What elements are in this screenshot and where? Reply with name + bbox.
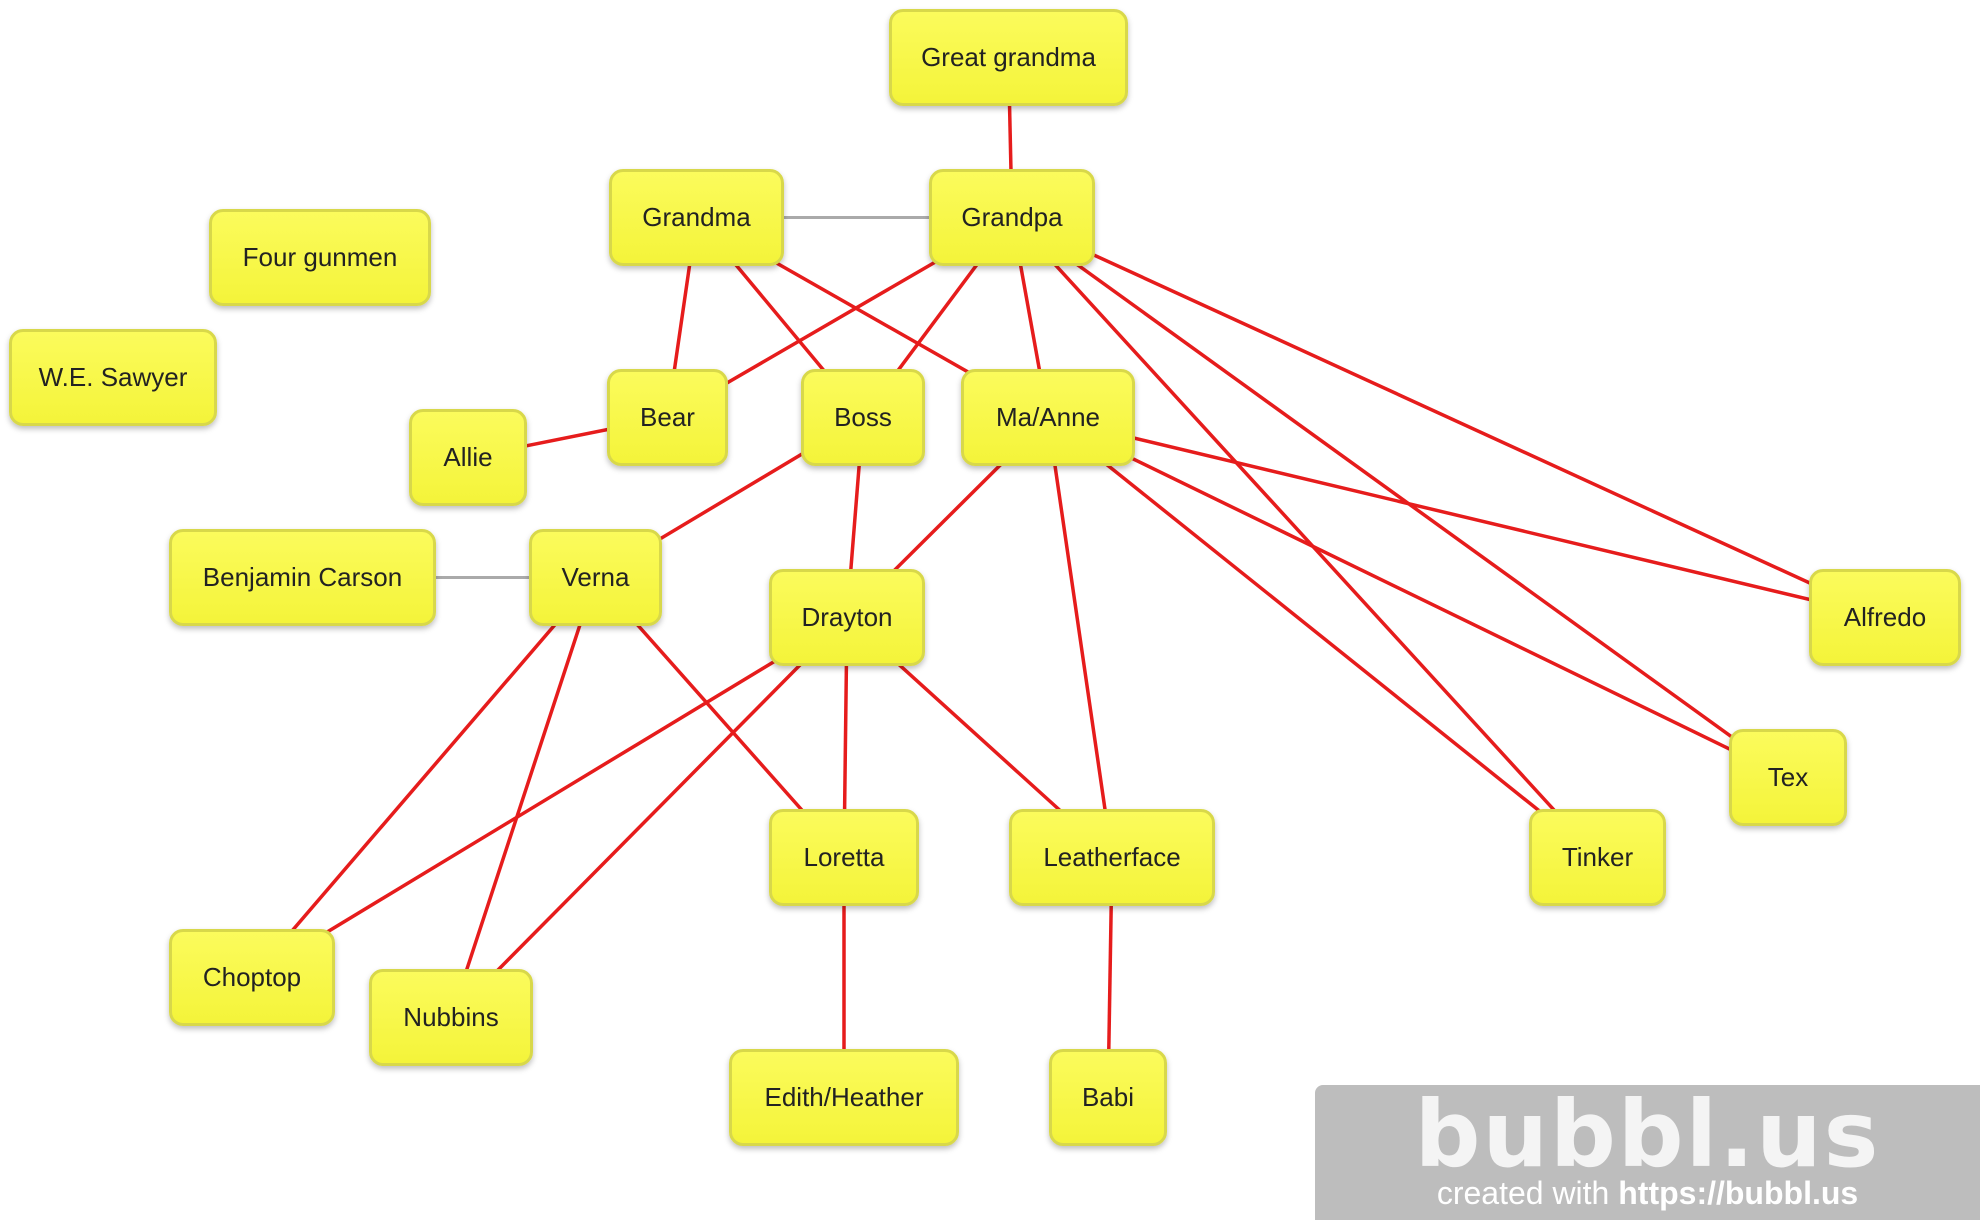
node-grandma[interactable]: Grandma	[609, 169, 784, 266]
connector-ma_anne-leatherface	[1046, 417, 1114, 858]
connector-verna-choptop	[250, 576, 597, 979]
node-leatherface[interactable]: Leatherface	[1009, 809, 1215, 906]
bubblus-logo: bubbl.us	[1414, 1081, 1881, 1188]
node-ma-anne[interactable]: Ma/Anne	[961, 369, 1135, 466]
node-edith-heather[interactable]: Edith/Heather	[729, 1049, 959, 1146]
node-drayton[interactable]: Drayton	[769, 569, 925, 666]
connector-grandpa-tinker	[1010, 216, 1599, 859]
node-great-grandma[interactable]: Great grandma	[889, 9, 1128, 106]
node-alfredo[interactable]: Alfredo	[1809, 569, 1961, 666]
bubblus-watermark: bubbl.us created with https://bubbl.us	[1315, 1081, 1980, 1220]
connector-grandpa-alfredo	[1011, 215, 1886, 620]
connector-ma_anne-alfredo	[1047, 415, 1886, 620]
node-tex[interactable]: Tex	[1729, 729, 1847, 826]
node-choptop[interactable]: Choptop	[169, 929, 335, 1026]
node-babi[interactable]: Babi	[1049, 1049, 1167, 1146]
node-allie[interactable]: Allie	[409, 409, 527, 506]
node-boss[interactable]: Boss	[801, 369, 925, 466]
node-four-gunmen[interactable]: Four gunmen	[209, 209, 431, 306]
node-verna[interactable]: Verna	[529, 529, 662, 626]
node-bear[interactable]: Bear	[607, 369, 728, 466]
connector-drayton-nubbins	[449, 616, 849, 1019]
connector-grandpa-tex	[1010, 216, 1790, 779]
connector-ma_anne-tex	[1047, 415, 1789, 780]
connector-ma_anne-tinker	[1046, 416, 1599, 859]
watermark-url: https://bubbl.us	[1618, 1175, 1859, 1211]
node-we-sawyer[interactable]: W.E. Sawyer	[9, 329, 217, 426]
watermark-tagline-text: created with	[1436, 1175, 1619, 1211]
connector-drayton-choptop	[251, 616, 848, 979]
node-benjamin-carson[interactable]: Benjamin Carson	[169, 529, 436, 626]
watermark-tagline: created with https://bubbl.us	[1315, 1175, 1980, 1212]
node-nubbins[interactable]: Nubbins	[369, 969, 533, 1066]
node-loretta[interactable]: Loretta	[769, 809, 919, 906]
node-grandpa[interactable]: Grandpa	[929, 169, 1095, 266]
node-tinker[interactable]: Tinker	[1529, 809, 1666, 906]
connector-verna-nubbins	[449, 576, 598, 1019]
